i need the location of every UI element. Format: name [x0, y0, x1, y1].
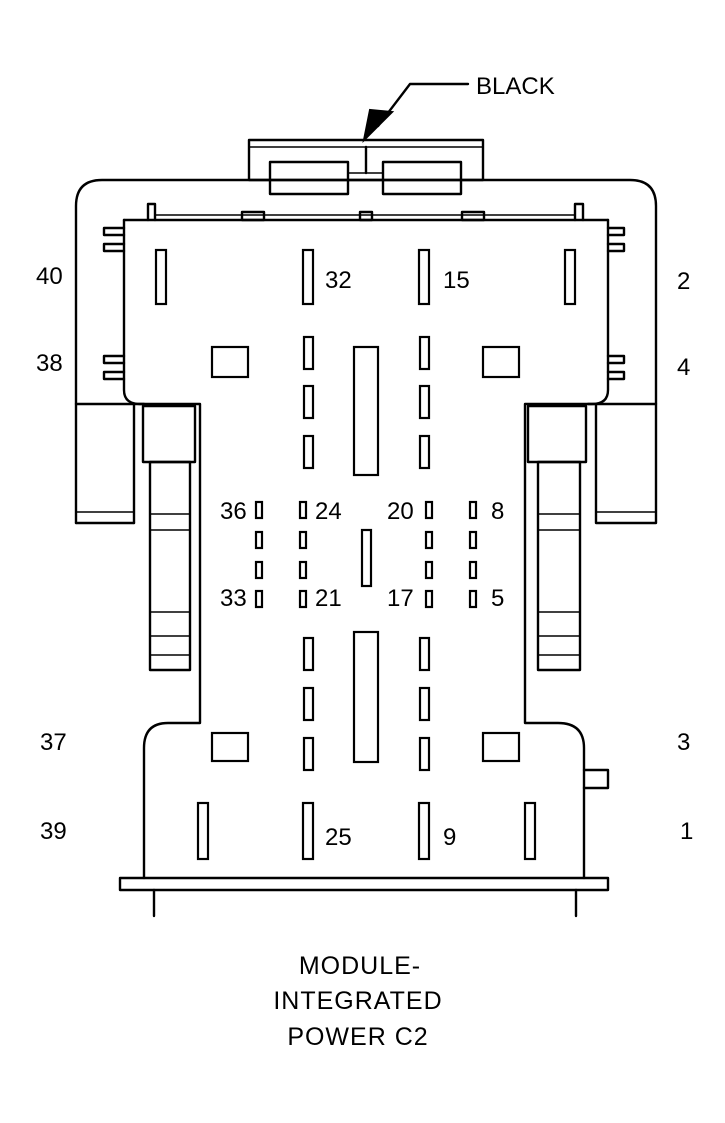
pin-label-38: 38 — [36, 350, 63, 377]
title-line-1: MODULE- — [299, 952, 421, 980]
top-latch — [247, 138, 485, 196]
pin-label-17: 17 — [387, 585, 414, 612]
terminal-cavities — [154, 248, 577, 861]
title-line-2: INTEGRATED — [273, 987, 442, 1015]
pin-label-24: 24 — [315, 498, 342, 525]
title-line-3: POWER C2 — [287, 1023, 428, 1051]
pin-label-37: 37 — [40, 729, 67, 756]
connector-housing — [74, 178, 658, 918]
left-lock-arm — [141, 404, 197, 672]
pin-label-32: 32 — [325, 267, 352, 294]
pin-label-33: 33 — [220, 585, 247, 612]
pin-label-15: 15 — [443, 267, 470, 294]
pin-label-40: 40 — [36, 263, 63, 290]
pin-label-36: 36 — [220, 498, 247, 525]
pin-label-8: 8 — [491, 498, 504, 525]
pin-label-9: 9 — [443, 824, 456, 851]
pin-label-5: 5 — [491, 585, 504, 612]
pin-label-3: 3 — [677, 729, 690, 756]
right-lock-arm — [526, 404, 588, 672]
pin-label-20: 20 — [387, 498, 414, 525]
pin-label-39: 39 — [40, 818, 67, 845]
pin-label-2: 2 — [677, 268, 690, 295]
callout-arrow — [362, 82, 470, 144]
pin-label-4: 4 — [677, 354, 690, 381]
pin-label-21: 21 — [315, 585, 342, 612]
pin-labels: 40 38 37 39 2 4 3 1 32 15 36 24 20 8 33 … — [36, 263, 693, 851]
pin-label-1: 1 — [680, 818, 693, 845]
pin-label-25: 25 — [325, 824, 352, 851]
diagram-title: MODULE- INTEGRATED POWER C2 — [273, 952, 442, 1051]
color-callout-label: BLACK — [476, 73, 555, 100]
